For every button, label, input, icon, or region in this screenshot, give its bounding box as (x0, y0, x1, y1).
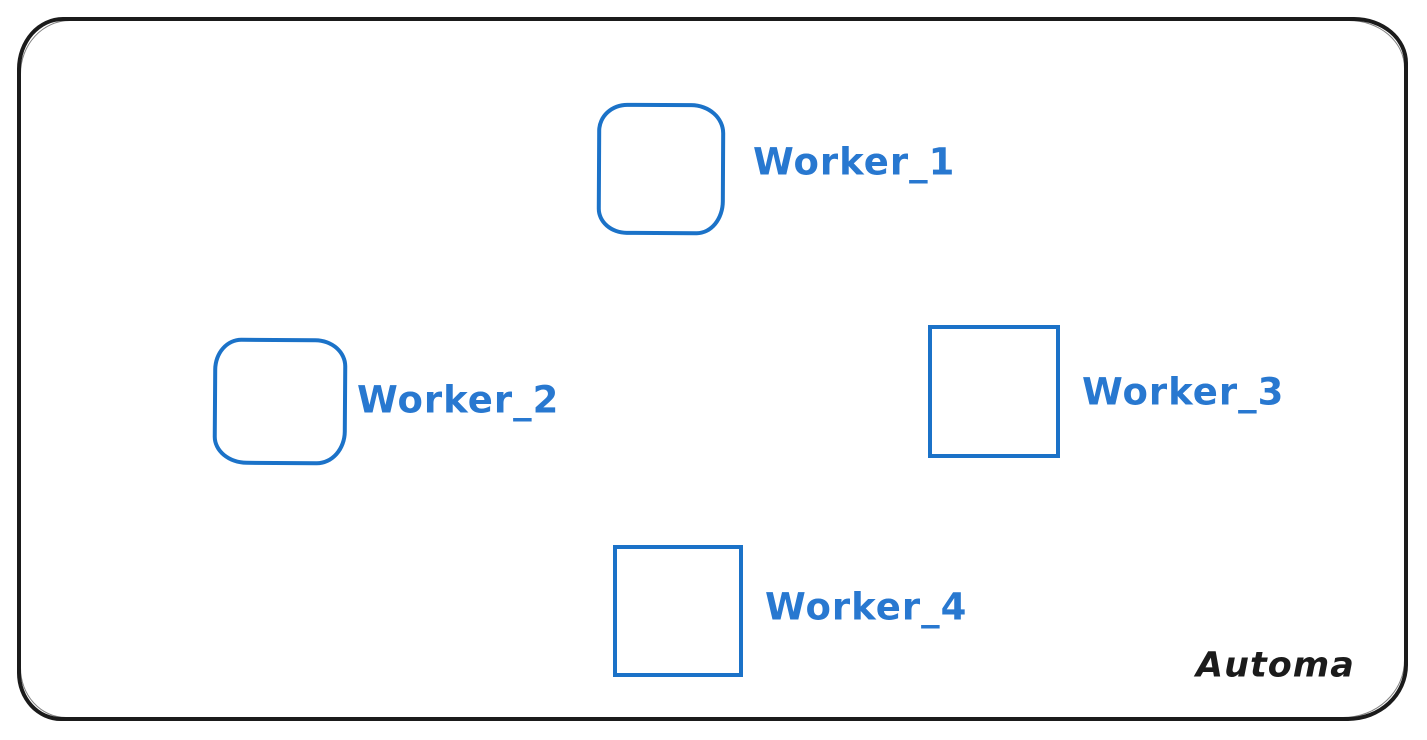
worker-node-worker_1[interactable] (596, 102, 726, 236)
worker-node-label-worker_1: Worker_1 (753, 140, 956, 184)
diagram-frame (17, 17, 1408, 721)
automa-watermark: Automa (1196, 645, 1355, 686)
worker-node-label-worker_2: Worker_2 (357, 378, 560, 422)
worker-node-label-worker_3: Worker_3 (1082, 370, 1285, 414)
worker-node-label-worker_4: Worker_4 (765, 585, 968, 629)
worker-node-worker_3[interactable] (928, 325, 1060, 458)
worker-node-worker_4[interactable] (613, 545, 743, 677)
worker-node-worker_2[interactable] (212, 337, 348, 466)
